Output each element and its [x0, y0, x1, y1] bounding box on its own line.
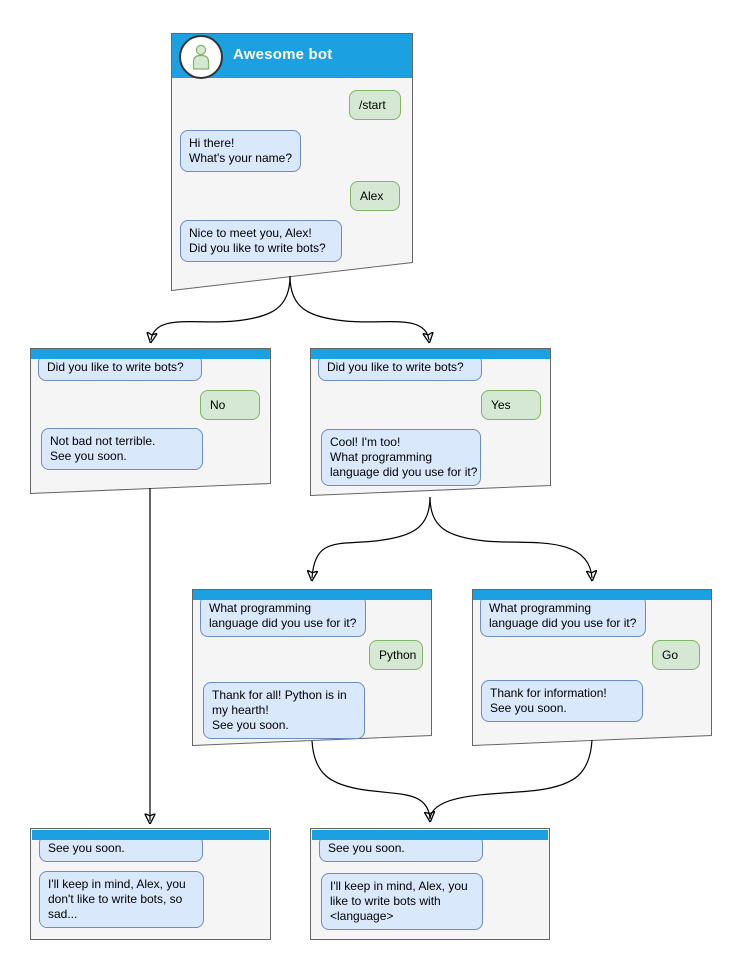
quoted-question-bubble: What programming language did you use fo… — [200, 595, 366, 637]
bot-reply-bubble: Cool! I'm too! What programming language… — [321, 429, 481, 486]
user-message-name: Alex — [350, 181, 400, 211]
user-answer-go: Go — [652, 640, 700, 670]
quoted-question-bubble: What programming language did you use fo… — [480, 595, 646, 637]
bot-reply-bubble: Thank for information! See you soon. — [481, 680, 643, 722]
bot-reply-bubble: I'll keep in mind, Alex, you like to wri… — [321, 873, 483, 930]
chat-window-main: Awesome bot /start Hi there! What's your… — [171, 33, 413, 291]
window-header — [32, 830, 269, 840]
window-header — [311, 349, 550, 359]
bot-avatar — [179, 35, 223, 79]
bot-message-question: Nice to meet you, Alex! Did you like to … — [180, 220, 342, 262]
bot-reply-bubble: Not bad not terrible. See you soon. — [41, 428, 203, 470]
chat-window-branch-python: What programming language did you use fo… — [192, 589, 432, 746]
bot-message-greeting: Hi there! What's your name? — [180, 130, 301, 172]
user-avatar-icon — [192, 44, 210, 70]
window-header — [31, 349, 270, 359]
user-message-start: /start — [349, 90, 401, 120]
window-header — [473, 590, 711, 600]
edge-yes-to-python — [312, 496, 431, 578]
chat-window-end-negative: See you soon. I'll keep in mind, Alex, y… — [30, 828, 271, 940]
edge-yes-to-go — [429, 496, 592, 578]
user-answer-no: No — [200, 390, 260, 420]
chat-window-end-positive: See you soon. I'll keep in mind, Alex, y… — [310, 828, 550, 940]
user-answer-python: Python — [369, 640, 423, 670]
bot-reply-bubble: Thank for all! Python is in my hearth! S… — [203, 682, 365, 739]
window-header — [312, 830, 548, 840]
window-header — [193, 590, 431, 600]
user-answer-yes: Yes — [481, 390, 541, 420]
edge-go-to-end-positive — [429, 739, 593, 820]
edge-python-to-end-positive — [311, 740, 430, 819]
bot-title: Awesome bot — [233, 46, 333, 63]
chat-window-branch-no: Did you like to write bots? No Not bad n… — [30, 348, 271, 494]
chat-window-branch-yes: Did you like to write bots? Yes Cool! I'… — [310, 348, 551, 496]
bot-reply-bubble: I'll keep in mind, Alex, you don't like … — [39, 871, 204, 928]
chat-window-branch-go: What programming language did you use fo… — [472, 589, 712, 746]
